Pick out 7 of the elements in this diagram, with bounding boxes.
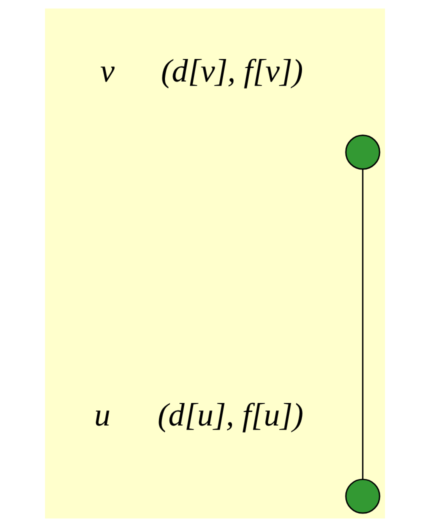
- connector: [362, 169, 363, 480]
- node-label: v: [100, 54, 114, 90]
- node-label: u: [94, 398, 110, 434]
- node-circle: [344, 478, 380, 514]
- node-label: (d[u], f[u]): [157, 398, 303, 434]
- node-circle: [344, 134, 380, 170]
- node-label: (d[v], f[v]): [160, 54, 303, 90]
